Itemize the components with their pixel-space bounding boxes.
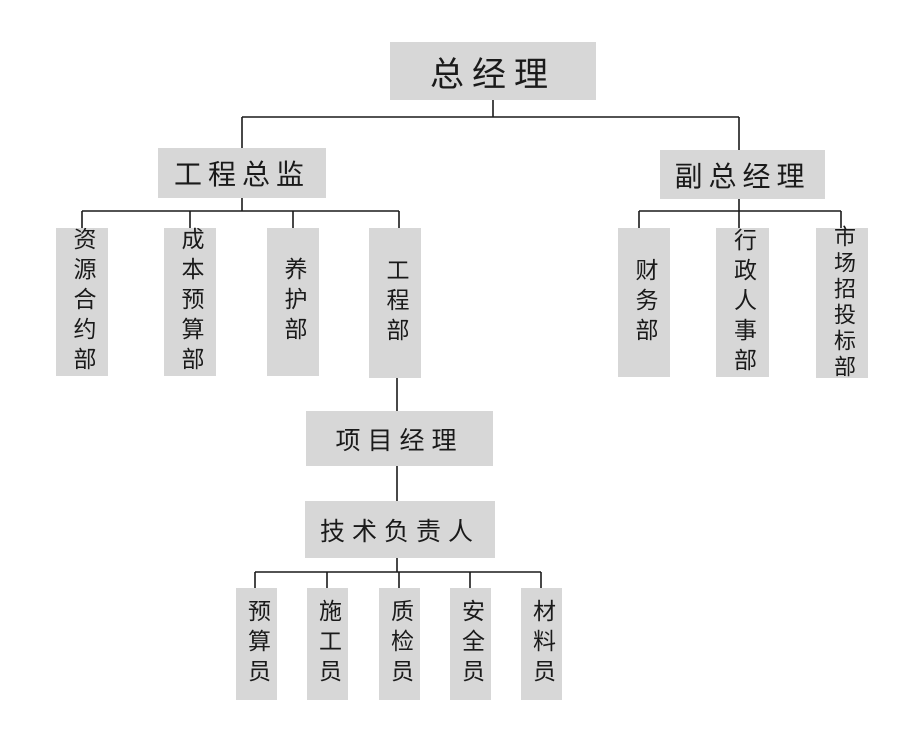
node-chief-engineer: 工程总监 <box>158 148 326 198</box>
node-maintenance: 养护部 <box>267 228 319 376</box>
node-gm: 总经理 <box>390 42 596 100</box>
node-market-bidding-label: 市场招投标部 <box>830 225 855 381</box>
node-material-clerk: 材料员 <box>521 588 562 700</box>
node-construction-clerk: 施工员 <box>307 588 348 700</box>
node-finance-label: 财务部 <box>631 257 657 348</box>
node-admin-hr-label: 行政人事部 <box>729 227 756 378</box>
node-cost-budget: 成本预算部 <box>164 227 216 377</box>
node-chief-engineer-label: 工程总监 <box>173 158 310 191</box>
node-finance: 财务部 <box>618 228 670 377</box>
node-gm-label: 总经理 <box>430 54 556 95</box>
node-resource-contract-label: 资源合约部 <box>69 227 95 377</box>
node-cost-budget-label: 成本预算部 <box>177 227 203 377</box>
node-quality-inspector-label: 质检员 <box>386 599 413 689</box>
node-project-manager-label: 项目经理 <box>335 425 464 455</box>
node-market-bidding: 市场招投标部 <box>816 225 868 381</box>
node-quality-inspector: 质检员 <box>379 588 420 700</box>
node-budget-clerk-label: 预算员 <box>243 599 270 689</box>
node-safety-officer-label: 安全员 <box>457 599 484 689</box>
node-admin-hr: 行政人事部 <box>716 227 769 378</box>
node-construction-clerk-label: 施工员 <box>314 599 341 689</box>
node-engineering-label: 工程部 <box>382 258 408 348</box>
node-tech-lead-label: 技术负责人 <box>319 516 480 546</box>
node-deputy-gm-label: 副总经理 <box>674 159 811 193</box>
node-maintenance-label: 养护部 <box>280 257 306 347</box>
node-budget-clerk: 预算员 <box>236 588 277 700</box>
node-tech-lead: 技术负责人 <box>305 501 495 558</box>
node-material-clerk-label: 材料员 <box>528 599 555 689</box>
node-project-manager: 项目经理 <box>306 411 493 466</box>
node-resource-contract: 资源合约部 <box>56 227 108 377</box>
node-deputy-gm: 副总经理 <box>660 150 825 199</box>
node-safety-officer: 安全员 <box>450 588 491 700</box>
node-engineering: 工程部 <box>369 228 421 378</box>
